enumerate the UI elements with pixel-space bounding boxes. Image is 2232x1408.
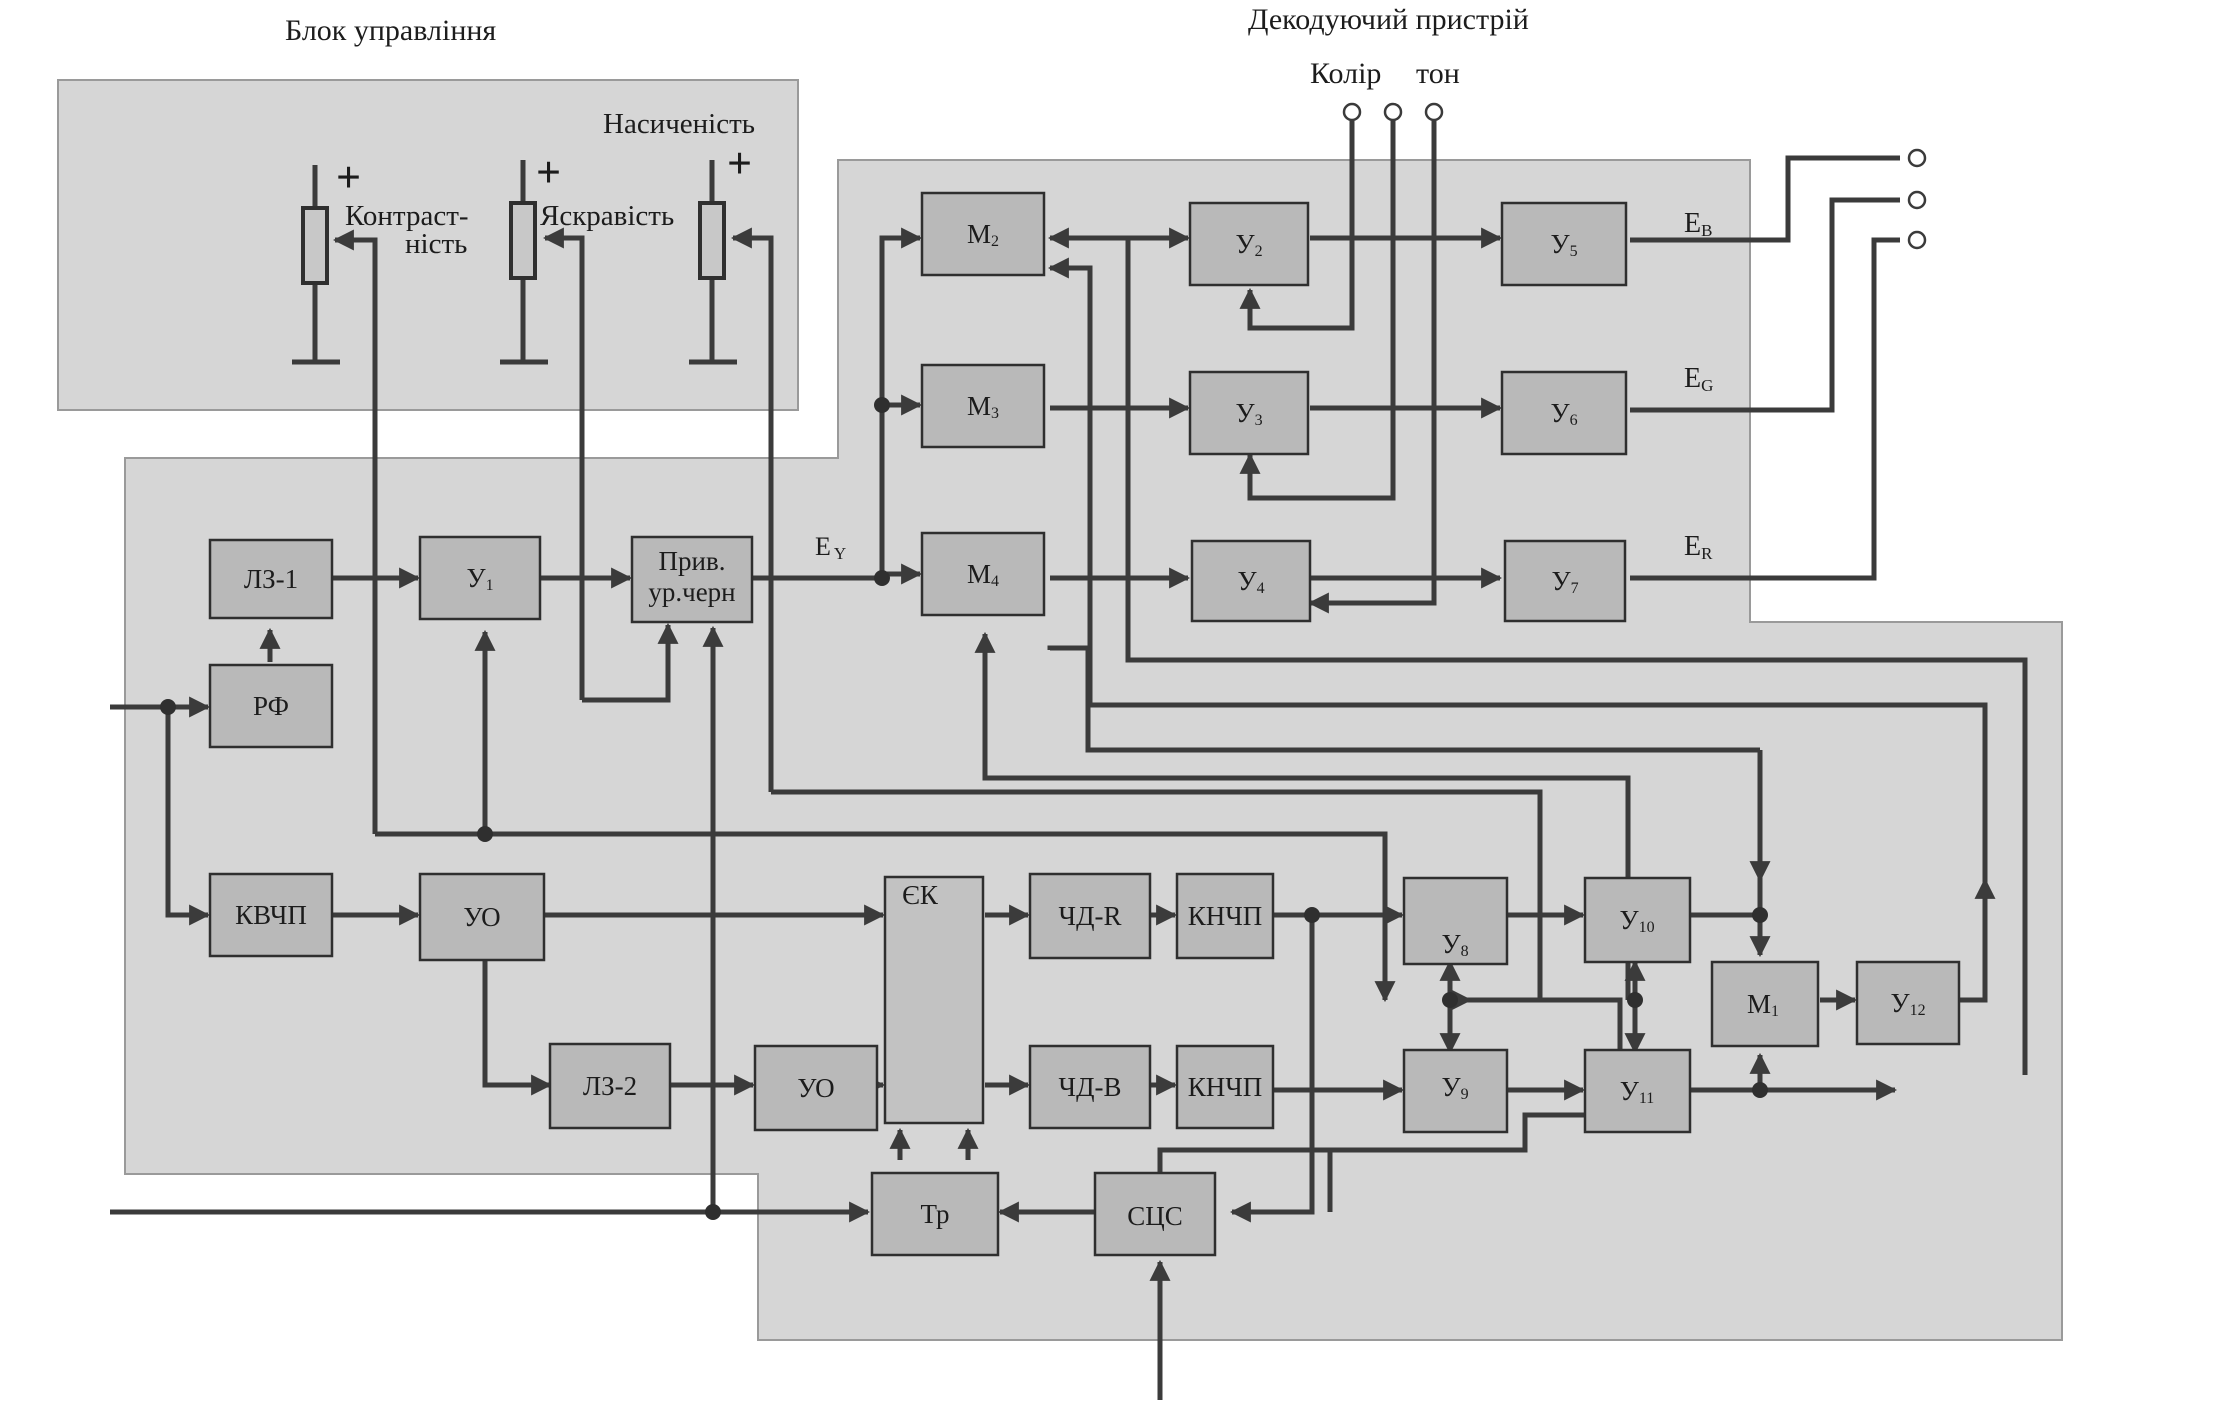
block-kvchp[interactable]: КВЧП <box>208 872 334 958</box>
svg-text:СЦС: СЦС <box>1127 1201 1183 1231</box>
eg-terminal[interactable] <box>1907 190 1927 210</box>
wires <box>110 118 2028 1400</box>
svg-text:УО: УО <box>463 902 500 932</box>
brightness-label: Яскравість <box>540 200 674 232</box>
contrast-potentiometer[interactable]: + <box>292 153 361 365</box>
block-knchp-1[interactable]: КНЧП <box>1175 872 1275 960</box>
block-u11[interactable]: У11 <box>1583 1048 1692 1134</box>
block-u2[interactable]: У2 <box>1188 201 1310 287</box>
svg-text:У6: У6 <box>1550 398 1577 429</box>
block-u9[interactable]: У9 <box>1402 1048 1509 1134</box>
svg-text:КВЧП: КВЧП <box>235 900 307 930</box>
svg-text:РФ: РФ <box>253 691 289 721</box>
contrast-label-1: Контраст- <box>345 200 469 232</box>
junction-dots <box>160 397 1768 1220</box>
svg-text:У3: У3 <box>1235 398 1262 429</box>
brightness-plus: + <box>536 148 561 197</box>
block-m2[interactable]: М2 <box>920 191 1046 277</box>
saturation-potentiometer[interactable]: + <box>689 139 752 365</box>
block-u6[interactable]: У6 <box>1500 370 1628 456</box>
saturation-plus: + <box>727 139 752 188</box>
block-m3[interactable]: М3 <box>920 363 1046 449</box>
block-black-level[interactable]: Прив. ур.черн <box>630 535 754 624</box>
block-u5[interactable]: У5 <box>1500 201 1628 287</box>
terminals <box>1342 102 1927 250</box>
block-uo2[interactable]: УО <box>753 1044 879 1132</box>
svg-text:У8: У8 <box>1441 929 1468 960</box>
colour-terminal[interactable] <box>1342 102 1362 122</box>
svg-text:У2: У2 <box>1235 229 1262 260</box>
block-u10[interactable]: У10 <box>1583 876 1692 964</box>
svg-text:У12: У12 <box>1890 988 1925 1019</box>
svg-text:У9: У9 <box>1441 1072 1468 1103</box>
svg-text:У10: У10 <box>1619 905 1654 936</box>
block-chd-b[interactable]: ЧД-В <box>1028 1044 1152 1130</box>
eb-terminal[interactable] <box>1907 148 1927 168</box>
er-label: ER <box>1684 531 1713 563</box>
decoder-title: Декодуючий пристрій <box>1248 3 1529 36</box>
svg-text:ур.черн: ур.черн <box>648 577 735 607</box>
contrast-label-2: ність <box>405 228 467 260</box>
control-unit-panel <box>57 79 799 411</box>
svg-text:М1: М1 <box>1747 989 1779 1020</box>
block-u12[interactable]: У12 <box>1855 960 1961 1046</box>
svg-text:УО: УО <box>797 1073 834 1103</box>
svg-text:КНЧП: КНЧП <box>1188 901 1263 931</box>
block-u4[interactable]: У4 <box>1190 539 1312 623</box>
svg-text:У7: У7 <box>1551 566 1578 597</box>
block-u1[interactable]: У1 <box>418 535 542 621</box>
block-m4[interactable]: М4 <box>920 531 1046 617</box>
svg-text:Прив.: Прив. <box>659 546 726 576</box>
colour-label: Колір <box>1310 57 1381 90</box>
block-rf[interactable]: РФ <box>208 663 334 749</box>
block-electronic-switch[interactable]: ЄК <box>883 875 985 1125</box>
block-m1[interactable]: М1 <box>1710 960 1820 1048</box>
block-knchp-2[interactable]: КНЧП <box>1175 1044 1275 1130</box>
svg-text:ЛЗ-1: ЛЗ-1 <box>244 564 298 594</box>
tone-terminal-1[interactable] <box>1383 102 1403 122</box>
svg-text:ЧД-В: ЧД-В <box>1059 1072 1122 1102</box>
svg-text:У4: У4 <box>1237 566 1264 597</box>
tone-terminal-2[interactable] <box>1424 102 1444 122</box>
block-tr[interactable]: Тр <box>870 1171 1000 1257</box>
svg-text:У5: У5 <box>1550 229 1577 260</box>
brightness-potentiometer[interactable]: + <box>500 148 561 365</box>
block-scs[interactable]: СЦС <box>1093 1171 1217 1257</box>
svg-text:Тр: Тр <box>921 1199 950 1229</box>
block-uo1[interactable]: УО <box>418 872 546 962</box>
svg-text:КНЧП: КНЧП <box>1188 1072 1263 1102</box>
svg-text:ЧД-R: ЧД-R <box>1059 901 1122 931</box>
svg-text:ЛЗ-2: ЛЗ-2 <box>583 1071 637 1101</box>
contrast-plus: + <box>336 153 361 202</box>
block-lz1[interactable]: ЛЗ-1 <box>208 538 334 620</box>
svg-text:М4: М4 <box>967 559 999 590</box>
svg-text:ЄК: ЄК <box>902 880 939 910</box>
block-chd-r[interactable]: ЧД-R <box>1028 872 1152 960</box>
block-u3[interactable]: У3 <box>1188 370 1310 456</box>
svg-text:М3: М3 <box>967 391 999 422</box>
block-u7[interactable]: У7 <box>1503 539 1627 623</box>
tone-label: тон <box>1416 57 1460 90</box>
svg-text:У1: У1 <box>466 563 493 594</box>
block-u8[interactable]: У8 <box>1402 876 1509 966</box>
eg-label: EG <box>1684 363 1713 395</box>
control-unit-title: Блок управління <box>285 14 496 47</box>
eb-label: EB <box>1684 208 1712 240</box>
er-terminal[interactable] <box>1907 230 1927 250</box>
svg-text:М2: М2 <box>967 219 999 250</box>
block-lz2[interactable]: ЛЗ-2 <box>548 1042 672 1130</box>
saturation-label: Насиченість <box>603 108 755 140</box>
svg-text:У11: У11 <box>1620 1076 1655 1107</box>
